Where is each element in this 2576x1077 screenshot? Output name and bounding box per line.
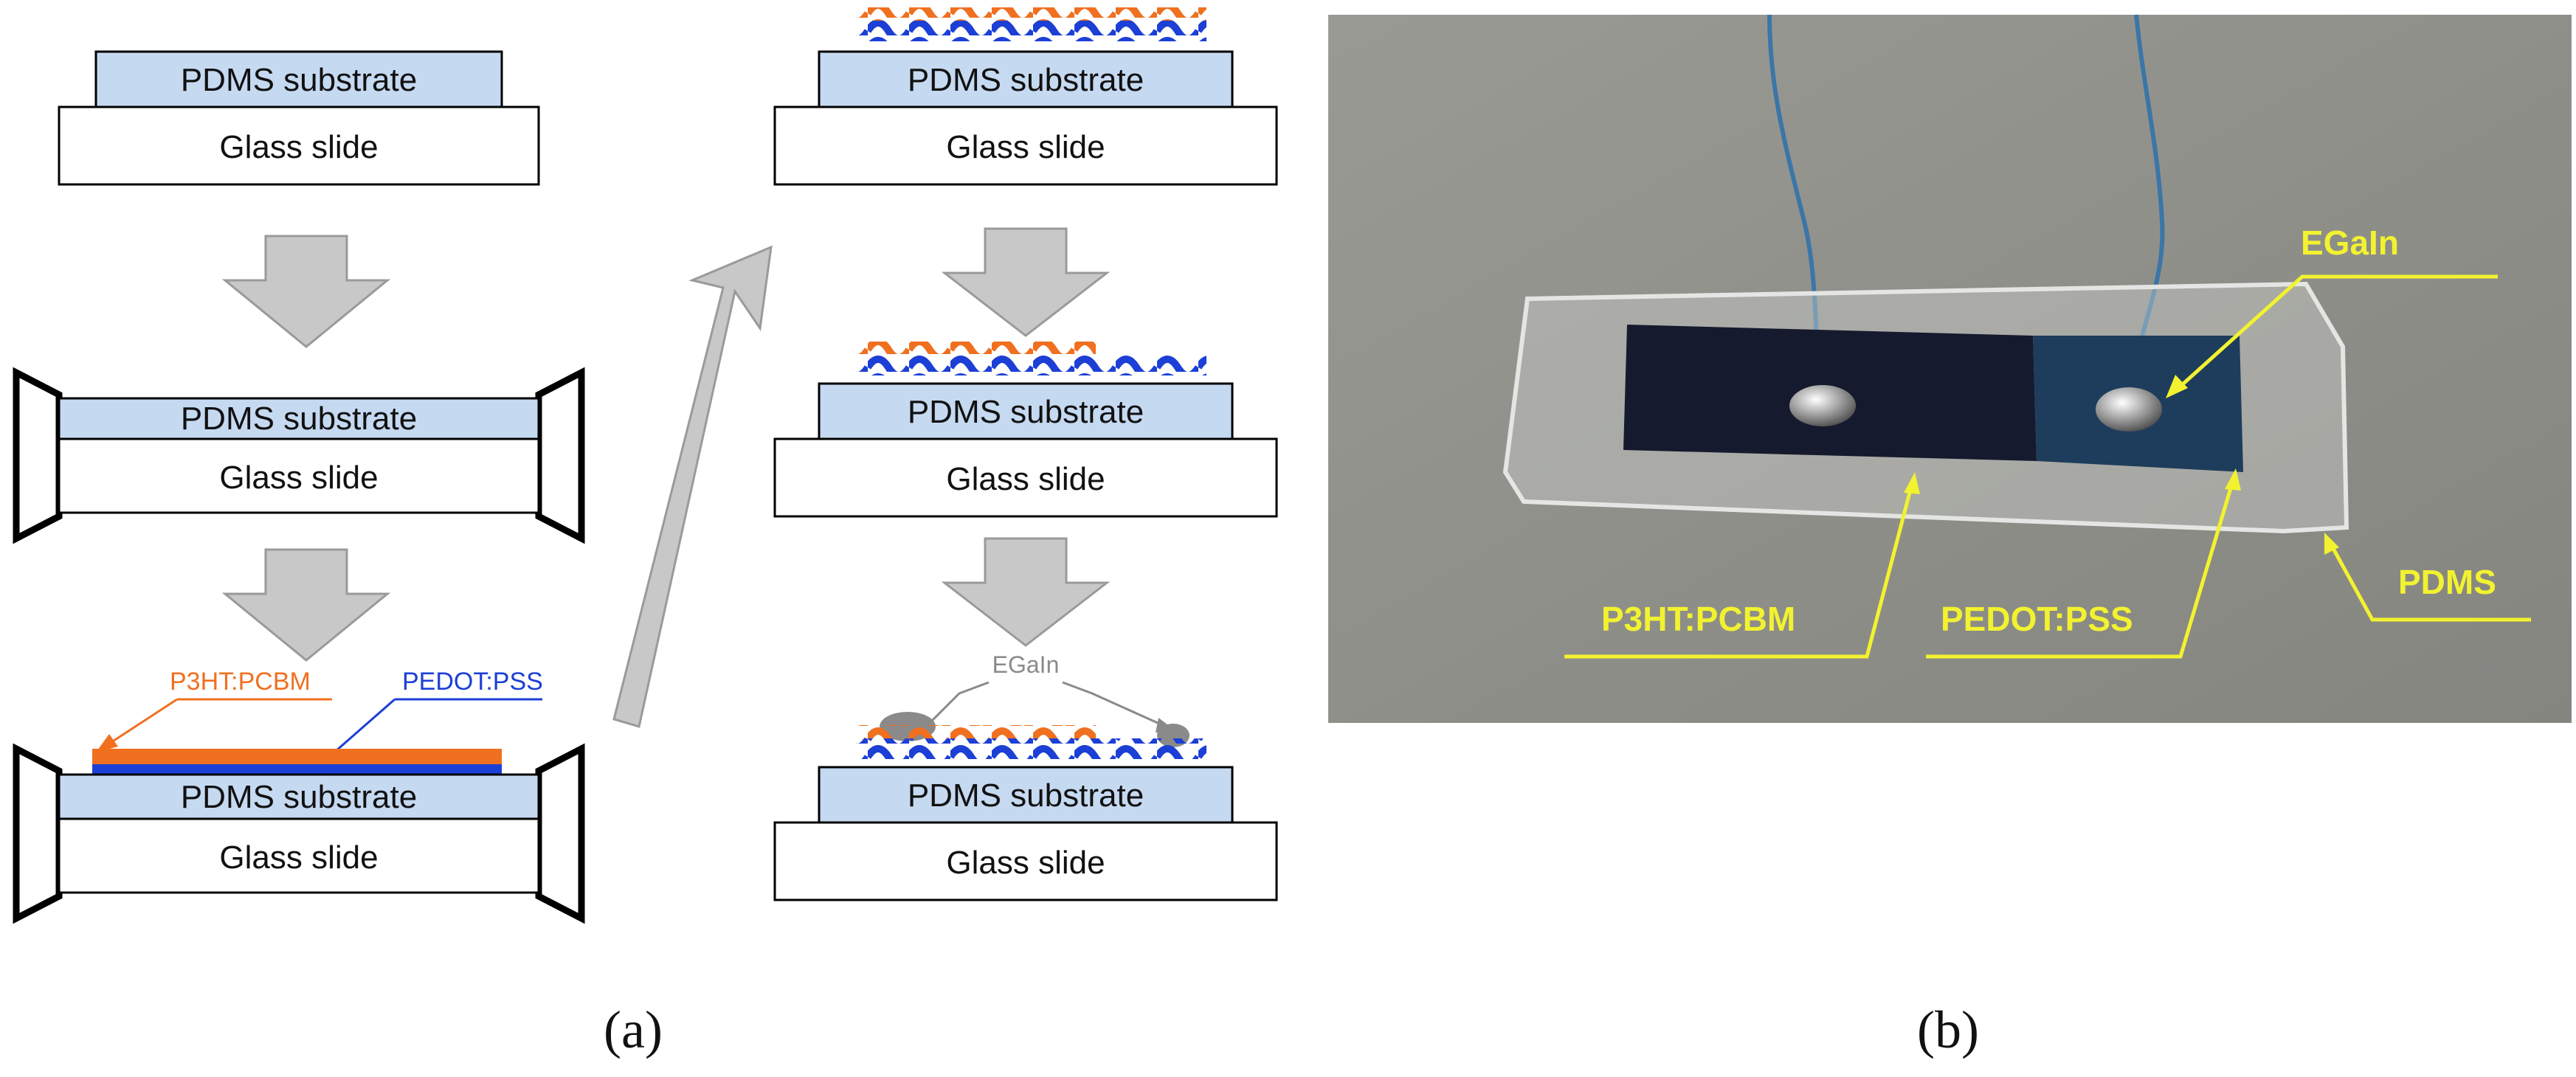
glass-slide-label: Glass slide xyxy=(219,839,378,876)
egain-drop-left xyxy=(1789,385,1856,426)
egain-pointer-left xyxy=(925,681,990,728)
clamp-right xyxy=(535,743,585,924)
glass-slide-label: Glass slide xyxy=(219,460,378,496)
panel-b-caption: (b) xyxy=(1917,1000,1979,1059)
egain-drop-right xyxy=(2096,387,2162,432)
pdms-photo-label: PDMS xyxy=(2398,563,2496,601)
down-arrow xyxy=(941,227,1111,337)
glass-slide xyxy=(58,437,540,514)
pdms-substrate-label: PDMS substrate xyxy=(181,779,417,815)
panel-b: EGaIn P3HT:PCBM PEDOT:PSS PDMS (b) xyxy=(1328,14,2572,1059)
clamp-right xyxy=(535,367,585,544)
pedot-photo-label: PEDOT:PSS xyxy=(1941,600,2133,638)
down-arrow xyxy=(221,235,391,348)
glass-slide xyxy=(58,817,540,894)
p3ht-annotation-arrowhead xyxy=(1904,472,1920,494)
pdms-substrate xyxy=(818,382,1234,440)
glass-slide xyxy=(773,821,1278,901)
glass-slide xyxy=(773,105,1278,186)
p3ht-pointer-arrow xyxy=(106,698,178,747)
p3ht-pcbm-label: P3HT:PCBM xyxy=(170,668,311,696)
egain-annotation-arrowhead xyxy=(2166,375,2188,398)
egain-annotation-line xyxy=(2175,274,2498,391)
pdms-substrate-label: PDMS substrate xyxy=(908,394,1144,430)
stack-step-3: P3HT:PCBM PEDOT:PSS PDMS substrate Glass… xyxy=(13,668,585,924)
glass-slide-label: Glass slide xyxy=(946,461,1105,497)
glass-slide xyxy=(773,437,1278,518)
wavy-pedot-film xyxy=(856,21,1206,41)
p3ht-annotation-line xyxy=(1564,486,1913,659)
pdms-annotation-arrowhead xyxy=(2324,533,2339,555)
pdms-substrate-label: PDMS substrate xyxy=(181,401,417,437)
glass-slide-label: Glass slide xyxy=(946,845,1105,881)
panel-a: PDMS substrate Glass slide PDMS substrat… xyxy=(13,7,1278,1059)
glass-slide-label: Glass slide xyxy=(946,129,1105,165)
clamp-left xyxy=(13,743,63,924)
down-arrow xyxy=(221,548,391,662)
p3ht-arrowhead xyxy=(96,734,118,752)
pdms-substrate xyxy=(818,766,1234,824)
clamp-left xyxy=(13,367,63,544)
stack-step-2: PDMS substrate Glass slide xyxy=(13,367,585,544)
pedot-pss-film xyxy=(92,764,502,775)
pdms-substrate-label: PDMS substrate xyxy=(181,62,417,98)
pedot-annotation-arrowhead xyxy=(2225,468,2241,491)
pedot-annotation-line xyxy=(1926,482,2234,659)
egain-pointer-right xyxy=(1062,681,1167,728)
release-arrow xyxy=(612,245,773,728)
pdms-substrate xyxy=(94,50,503,108)
panel-a-caption: (a) xyxy=(604,1000,663,1059)
stack-step-6: EGaIn PDMS substrate Glass slide xyxy=(773,651,1278,901)
egain-label: EGaIn xyxy=(992,651,1060,678)
wavy-pedot-film xyxy=(856,738,1206,759)
pedot-pss-label: PEDOT:PSS xyxy=(402,668,543,696)
down-arrow xyxy=(941,537,1111,647)
pdms-substrate-label: PDMS substrate xyxy=(908,778,1144,814)
p3ht-pcbm-film xyxy=(92,749,502,764)
wire-right xyxy=(2130,14,2165,384)
glass-slide-label: Glass slide xyxy=(219,129,378,165)
egain-photo-label: EGaIn xyxy=(2301,224,2399,262)
wavy-pedot-film xyxy=(856,355,1206,375)
pdms-annotation-line xyxy=(2330,544,2531,622)
stack-step-1: PDMS substrate Glass slide xyxy=(58,50,540,186)
pdms-substrate-label: PDMS substrate xyxy=(908,62,1144,98)
wire-left xyxy=(1767,14,1821,384)
glass-slide xyxy=(58,105,540,186)
stack-step-4: PDMS substrate Glass slide xyxy=(773,7,1278,186)
stack-step-5: PDMS substrate Glass slide xyxy=(773,342,1278,518)
p3ht-photo-label: P3HT:PCBM xyxy=(1601,600,1795,638)
